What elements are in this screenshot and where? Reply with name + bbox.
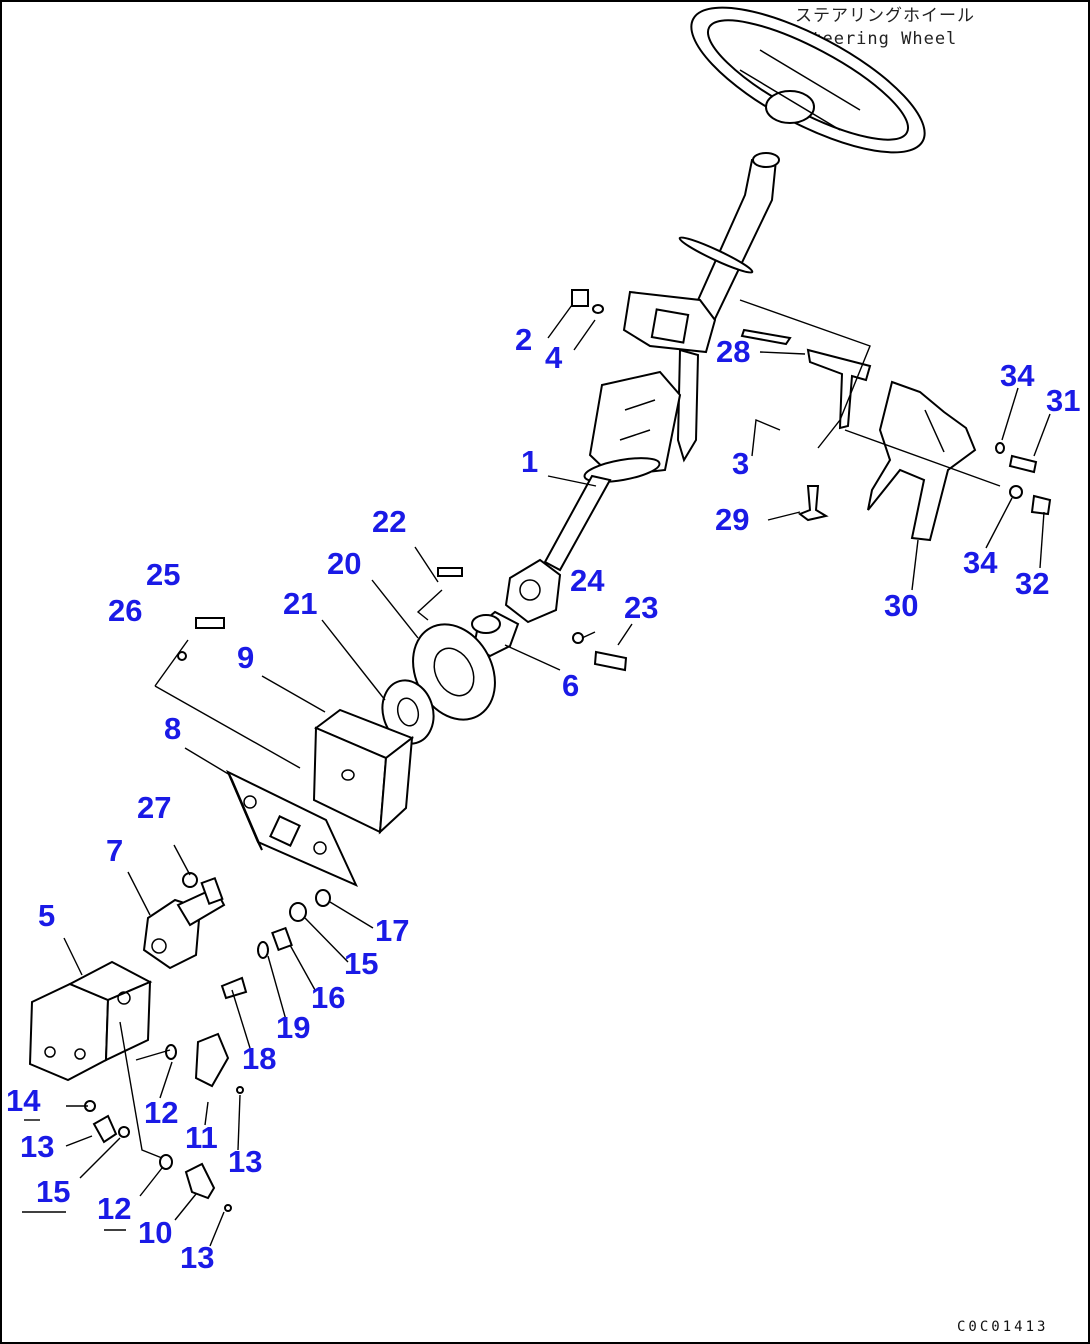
- drawing-code: C0C01413: [957, 1319, 1048, 1335]
- callout-12-lower: 12: [97, 1191, 131, 1226]
- assembly-lines: [119, 299, 1001, 1159]
- callout-23: 21: [283, 586, 317, 621]
- small-hardware: [84, 289, 829, 1212]
- callout-29: 27: [137, 790, 171, 825]
- callout-27: 25: [146, 557, 180, 592]
- lower-shaft: [504, 474, 612, 624]
- callout-30: 28: [716, 334, 750, 369]
- callout-21: 19: [276, 1010, 310, 1045]
- steering-valve: [142, 876, 226, 970]
- callout-32: 30: [884, 588, 918, 623]
- callout-33-upper: 31: [1046, 383, 1080, 418]
- callout-4: 4: [545, 340, 563, 375]
- callout-12-upper: 12: [144, 1095, 178, 1130]
- mounting-plate: [226, 769, 359, 887]
- right-hardware: [995, 442, 1052, 516]
- callout-13-upper: 13: [228, 1144, 262, 1179]
- callout-10: 10: [138, 1215, 172, 1250]
- column-bracket-upper: [622, 290, 717, 463]
- damper: [381, 679, 435, 745]
- column-housing: [583, 370, 682, 483]
- callout-18: 16: [311, 980, 345, 1015]
- callout-11: 11: [185, 1120, 218, 1155]
- callout-14: 13: [20, 1129, 54, 1164]
- callout-9: 9: [237, 640, 254, 675]
- callout-16: 15: [36, 1174, 70, 1209]
- callout-8: 8: [164, 711, 181, 746]
- leader-lines: [22, 304, 1051, 1247]
- wheel-title-en: Steering Wheel: [800, 29, 957, 49]
- callout-labels: 2 4 28 3 1 22 20 24 25 21 26 23 9 6 8 27…: [6, 322, 1080, 1275]
- callout-26: 24: [570, 563, 605, 598]
- callout-2: 2: [515, 322, 532, 357]
- callout-20: 18: [242, 1041, 276, 1076]
- steering-wheel: [690, 6, 926, 154]
- callout-34-lower: 34: [963, 545, 998, 580]
- block: [312, 708, 415, 835]
- callout-15: 14: [6, 1083, 41, 1118]
- callout-24: 22: [372, 504, 406, 539]
- pedal-bracket: [806, 348, 977, 542]
- callout-28: 26: [108, 593, 142, 628]
- callout-1: 1: [521, 444, 538, 479]
- callout-7: 7: [106, 833, 123, 868]
- callout-31: 29: [715, 502, 749, 537]
- wheel-title-jp: ステアリングホイール: [795, 6, 975, 26]
- fittings: [92, 1032, 230, 1200]
- callout-17: 15: [344, 946, 378, 981]
- callout-13-lower: 13: [180, 1240, 214, 1275]
- callout-33-lower: 32: [1015, 566, 1049, 601]
- callout-22: 20: [327, 546, 361, 581]
- callout-25: 23: [624, 590, 658, 625]
- callout-5: 5: [38, 898, 55, 933]
- callout-19: 17: [375, 913, 409, 948]
- pump-body: [28, 960, 153, 1082]
- column-shaft: [678, 152, 780, 327]
- callout-3: 3: [732, 446, 749, 481]
- callout-6: 6: [562, 668, 579, 703]
- callout-34-upper: 34: [1000, 358, 1035, 393]
